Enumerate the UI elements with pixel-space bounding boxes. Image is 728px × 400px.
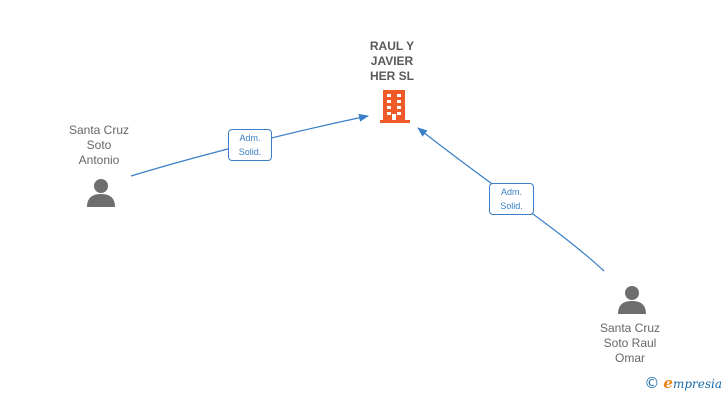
company-name-line-3: HER SL [369,69,414,83]
brand-initial: e [663,374,673,392]
edge-2-role-line-1: Adm. [500,187,522,197]
person-1-icon[interactable] [86,178,116,208]
person-2-name[interactable]: Santa Cruz Soto Raul Omar [589,321,671,366]
company-name-line-1: RAUL Y [369,39,415,53]
person-2-name-line-3: Omar [615,351,645,365]
edge-1-role-line-1: Adm. [239,133,261,143]
company-name-line-2: JAVIER [370,54,414,68]
copyright-icon: © [644,374,660,392]
building-icon[interactable] [378,88,412,124]
company-name[interactable]: RAUL Y JAVIER HER SL [352,39,432,84]
edge-1-role-line-2: Solid. [238,147,262,157]
person-1-name-line-3: Antonio [78,153,120,167]
edge-2-role-badge[interactable]: Adm. Solid. [489,183,534,215]
person-2-name-line-1: Santa Cruz [599,321,661,335]
person-1-name-line-1: Santa Cruz [68,123,130,137]
brand-name-rest: mpresia [672,377,722,391]
brand-logo[interactable]: empresia [663,374,722,392]
person-1-name[interactable]: Santa Cruz Soto Antonio [58,123,140,168]
person-1-name-line-2: Soto [86,138,112,152]
person-2-name-line-2: Soto Raul [603,336,657,350]
person-2-icon[interactable] [617,285,647,315]
edge-1-role-badge[interactable]: Adm. Solid. [228,129,272,161]
footer-watermark: © empresia [644,374,722,392]
edge-2-role-line-2: Solid. [500,201,523,211]
